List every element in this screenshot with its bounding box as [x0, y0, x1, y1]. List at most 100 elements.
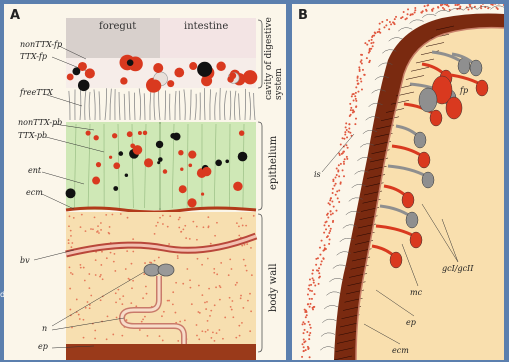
body-dot — [90, 295, 92, 297]
mucus-dot — [359, 68, 361, 70]
mucus-dot — [312, 277, 314, 279]
gland-cell-gray — [406, 212, 418, 228]
mucus-dot — [308, 288, 310, 290]
phagosome — [112, 133, 117, 138]
label-n: n — [42, 324, 47, 333]
body-dot — [222, 338, 224, 340]
mucus-dot — [350, 114, 352, 116]
body-dot — [213, 272, 215, 274]
mucus-dot — [364, 42, 366, 44]
cilium — [463, 7, 477, 11]
body-dot — [220, 286, 222, 288]
mucus-dot — [332, 220, 334, 222]
mucus-dot — [351, 95, 353, 97]
food-particle — [189, 62, 197, 70]
panel-b-drawing — [292, 4, 504, 360]
mucus-dot — [343, 151, 345, 153]
mucus-dot — [348, 127, 350, 129]
body-dot — [97, 225, 99, 227]
mucus-dot — [340, 144, 342, 146]
mucus-dot — [402, 16, 404, 18]
mucus-dot — [369, 60, 371, 62]
filament — [179, 91, 180, 120]
mucus-dot — [303, 332, 305, 334]
body-dot — [70, 235, 72, 237]
body-dot — [146, 293, 148, 295]
gland-cell-red — [476, 80, 488, 96]
body-dot — [100, 274, 102, 276]
phagosome — [179, 185, 187, 193]
phagosome — [92, 177, 100, 185]
body-dot — [111, 214, 113, 216]
mucus-dot — [358, 66, 360, 68]
label-ep: ep — [38, 342, 48, 351]
body-dot — [180, 231, 182, 233]
filament — [94, 89, 95, 120]
body-dot — [177, 255, 179, 257]
phagosome — [113, 162, 120, 169]
mucus-dot — [302, 343, 304, 345]
mucus-dot — [437, 6, 439, 8]
body-dot — [215, 286, 217, 288]
label-body-wall: body wall — [268, 263, 279, 312]
mucus-dot — [467, 9, 469, 11]
body-dot — [216, 222, 218, 224]
label-ecm-b: ecm — [392, 346, 409, 355]
body-dot — [145, 286, 147, 288]
mucus-dot — [329, 199, 331, 201]
mucus-dot — [482, 4, 484, 5]
mucus-dot — [454, 4, 456, 6]
food-particle — [85, 68, 95, 78]
food-particle — [197, 62, 212, 77]
body-dot — [141, 321, 143, 323]
body-dot — [83, 337, 85, 339]
body-dot — [240, 295, 242, 297]
body-dot — [122, 295, 124, 297]
body-dot — [207, 329, 209, 331]
phagosome — [96, 162, 101, 167]
body-dot — [175, 312, 177, 314]
body-dot — [246, 243, 248, 245]
mucus-dot — [330, 228, 332, 230]
body-dot — [101, 251, 103, 253]
body-dot — [121, 335, 123, 337]
mucus-dot — [403, 11, 405, 13]
mucus-dot — [318, 283, 320, 285]
label-fp: fp — [460, 86, 468, 95]
body-dot — [245, 265, 247, 267]
filament — [150, 92, 151, 120]
label-ttx-fp: TTX-fp — [20, 52, 47, 61]
body-dot — [249, 330, 251, 332]
mucus-dot — [313, 279, 315, 281]
label-nonttx-fp: nonTTX-fp — [20, 40, 62, 49]
mucus-dot — [414, 7, 416, 9]
body-dot — [112, 334, 114, 336]
food-particle — [72, 67, 80, 75]
mucus-dot — [353, 93, 355, 95]
mucus-dot — [355, 105, 357, 107]
body-dot — [249, 293, 251, 295]
food-particle — [167, 80, 174, 87]
body-dot — [96, 231, 98, 233]
body-dot — [98, 232, 100, 234]
mucus-dot — [361, 89, 363, 91]
filament — [99, 91, 100, 120]
mucus-dot — [355, 118, 357, 120]
body-dot — [159, 335, 161, 337]
mucus-dot — [322, 250, 324, 252]
mucus-dot — [314, 293, 316, 295]
mucus-dot — [338, 164, 340, 166]
body-dot — [92, 228, 94, 230]
food-particle — [243, 70, 257, 84]
body-dot — [229, 259, 231, 261]
filament — [230, 91, 231, 120]
body-dot — [182, 283, 184, 285]
body-dot — [81, 214, 83, 216]
body-dot — [69, 288, 71, 290]
panel-b: B is fp gcI/gcII mc ep ecm — [292, 4, 504, 360]
body-dot — [84, 280, 86, 282]
body-dot — [245, 225, 247, 227]
mucus-dot — [308, 334, 310, 336]
body-dot — [216, 273, 218, 275]
body-dot — [159, 217, 161, 219]
